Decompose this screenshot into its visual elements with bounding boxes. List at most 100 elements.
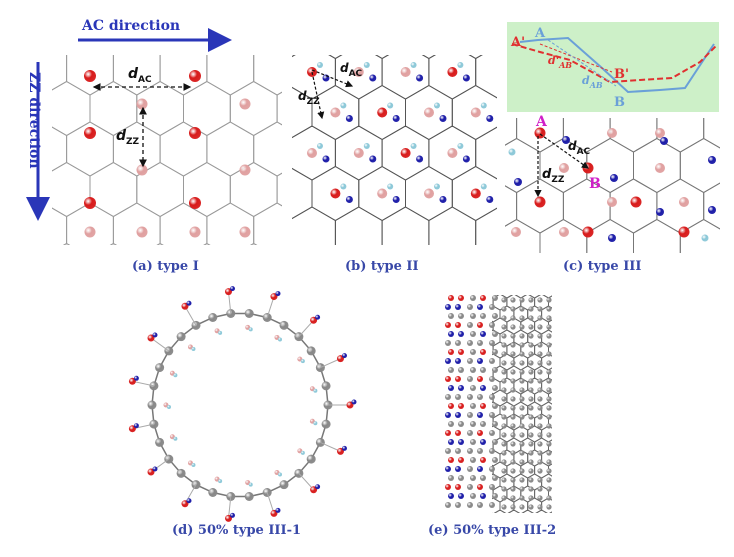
atom [400, 148, 411, 158]
atom [353, 148, 364, 158]
hex-cell [206, 55, 255, 96]
hex-cell [253, 55, 254, 56]
inset-d-plain: dAB [582, 74, 603, 90]
carbon-atom [537, 414, 543, 420]
atom [489, 484, 495, 490]
carbon-atom [501, 378, 507, 384]
hex-cell [475, 55, 497, 99]
carbon-atom [519, 306, 525, 312]
atom [307, 148, 317, 158]
carbon-atom [528, 468, 534, 474]
atom [470, 421, 476, 427]
cyan-atom [340, 102, 347, 109]
carbon-atom [510, 324, 516, 330]
carbon-atom [537, 405, 543, 411]
inset-label-a: A [534, 26, 546, 41]
carbon-atom [244, 309, 254, 319]
atom [458, 475, 464, 481]
atom [477, 484, 483, 490]
atom [455, 430, 461, 436]
red-atom [678, 226, 690, 238]
atom [467, 304, 473, 310]
carbon-atom [546, 315, 552, 321]
blue-atom [315, 314, 321, 320]
carbon-atom [501, 387, 507, 393]
caption-b: (b) type II [345, 259, 419, 274]
carbon-atom [279, 320, 289, 330]
pink-atom [559, 163, 569, 173]
hex-cell [292, 167, 313, 220]
cyan-atom [313, 388, 318, 393]
hex-cell [328, 55, 343, 60]
carbon-atom [519, 378, 525, 384]
cyan-atom [340, 183, 347, 190]
carbon-atom [528, 477, 534, 483]
carbon-atom [546, 459, 552, 465]
carbon-atom [537, 324, 543, 330]
cyan-atom [410, 143, 417, 149]
atom [477, 394, 483, 400]
atom [492, 331, 498, 337]
atom [492, 295, 498, 301]
blue-atom [610, 174, 618, 182]
hex-cell [569, 402, 583, 418]
panel-b-dac-label: dAC [340, 61, 363, 79]
atom [467, 484, 473, 490]
hex-cell [562, 318, 576, 334]
atom [448, 349, 454, 355]
carbon-atom [537, 342, 543, 348]
hex-cell [562, 438, 576, 454]
cyan-atom [173, 373, 178, 378]
hex-cell [569, 474, 583, 490]
carbon-atom [528, 315, 534, 321]
carbon-atom [510, 459, 516, 465]
atom [455, 394, 461, 400]
atom [480, 457, 486, 463]
cyan-atom [363, 62, 370, 68]
atom [489, 502, 495, 508]
atom [492, 439, 498, 445]
carbon-atom [519, 333, 525, 339]
atom [480, 313, 486, 319]
blue-atom [562, 136, 570, 144]
atom [489, 466, 495, 472]
carbon-atom [546, 486, 552, 492]
cyan-atom [173, 436, 178, 441]
carbon-atom [528, 441, 534, 447]
hex-cell [555, 522, 569, 538]
atom [448, 385, 454, 391]
atom [448, 475, 454, 481]
carbon-atom [546, 432, 552, 438]
hex-cell [703, 182, 720, 230]
carbon-atom [546, 396, 552, 402]
hex-cell [250, 242, 258, 245]
atom [492, 457, 498, 463]
atom [477, 304, 483, 310]
hex-cell [562, 462, 576, 478]
cyan-atom [457, 62, 464, 68]
carbon-atom [244, 491, 254, 501]
carbon-atom [519, 396, 525, 402]
hex-cell [555, 426, 569, 442]
red-atom [128, 425, 136, 433]
carbon-atom [519, 342, 525, 348]
carbon-atom [537, 315, 543, 321]
atom [492, 403, 498, 409]
cyan-atom [167, 405, 171, 409]
atom [477, 502, 483, 508]
atom [448, 439, 454, 445]
cyan-atom [480, 102, 487, 109]
pink-atom [136, 98, 148, 110]
hex-cell [253, 202, 282, 245]
hex-cell [555, 474, 569, 490]
atom [377, 188, 388, 199]
hex-cell [334, 206, 383, 245]
blue-atom [514, 178, 522, 186]
panel-b-dzz-arrow [311, 71, 325, 120]
pink-atom [239, 164, 251, 176]
bond [298, 473, 314, 491]
inset-label-b: B [614, 95, 625, 110]
carbon-atom [510, 441, 516, 447]
carbon-atom [519, 486, 525, 492]
atom [445, 484, 451, 490]
